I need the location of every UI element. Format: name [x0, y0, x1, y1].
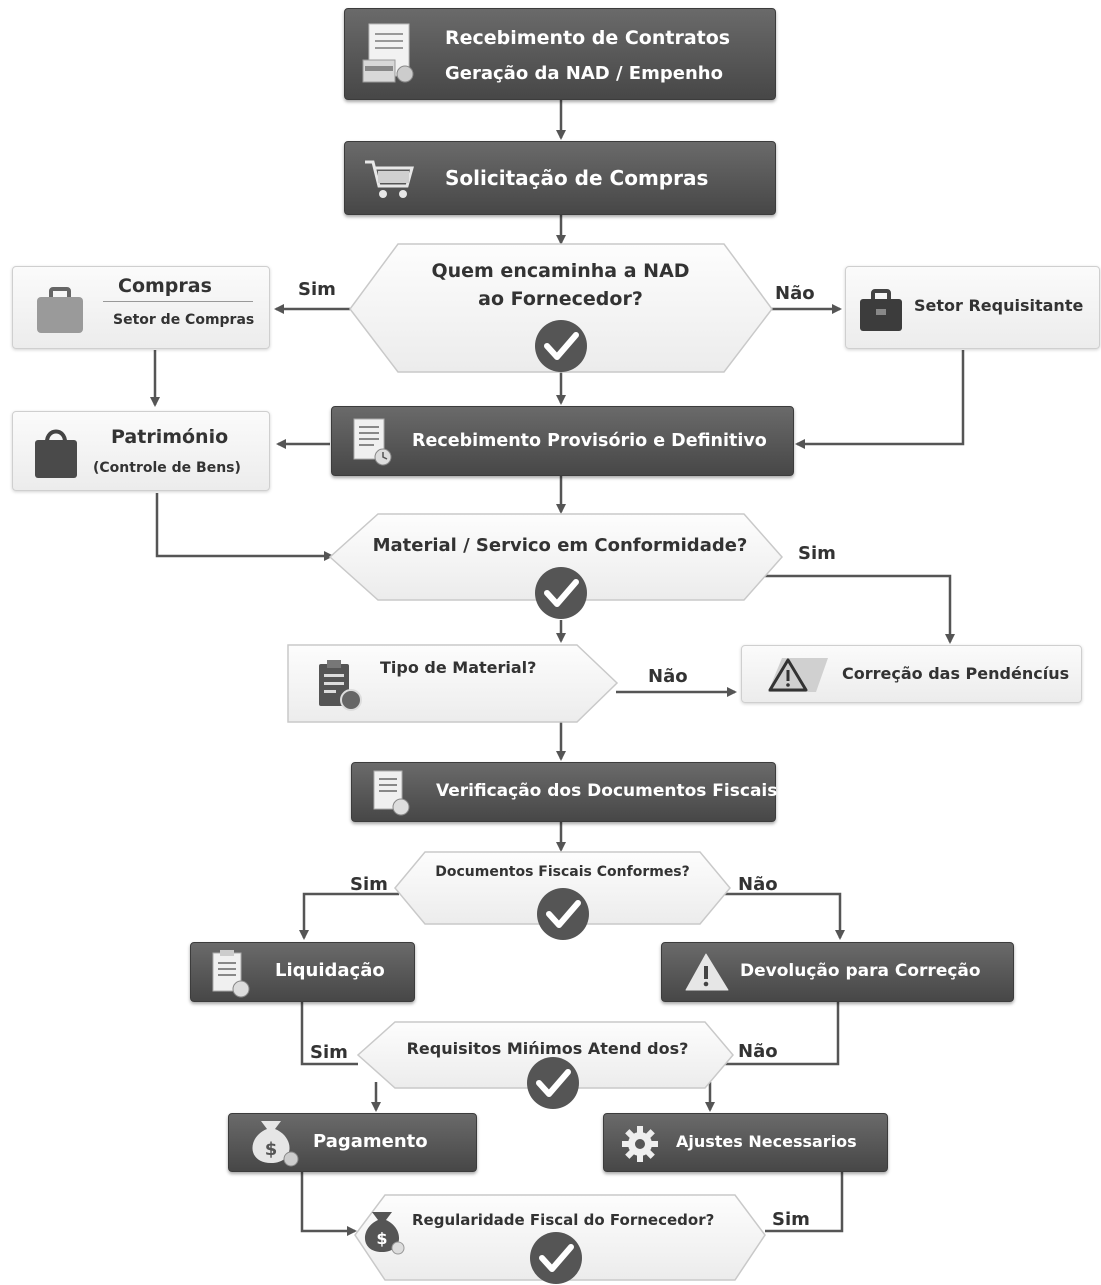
connector-lines — [150, 100, 965, 1236]
edge-label-nao-documentos: Não — [738, 874, 778, 895]
solicitacao-compras-box[interactable]: Solicitação de Compras — [344, 141, 776, 215]
decision-quem-encaminha-label: Quem encaminha a NAD ao Fornecedor? — [420, 257, 701, 313]
decision-requisitos-label: Requisitos Mińimos Atend dos? — [406, 1039, 689, 1058]
check-icon — [530, 1232, 582, 1284]
briefcase-icon — [37, 287, 83, 333]
decision-documentos-label: Documentos Fiscais Conformes? — [435, 864, 690, 880]
ajustes-box[interactable]: Ajustes Necessarios — [603, 1113, 888, 1172]
decision-regularidade-label: Regularidade Fiscal do Fornecedor? — [412, 1211, 715, 1229]
tipo-material-shape — [287, 644, 619, 723]
decision-conformidade-label: Material / Servico em Conformidade? — [372, 535, 748, 556]
solicitacao-compras-label: Solicitação de Compras — [445, 166, 709, 190]
recebimento-contratos-line2: Geração da NAD / Empenho — [445, 63, 723, 84]
liquidacao-label: Liquidação — [275, 960, 385, 981]
decision-quem-encaminha-line2: ao Fornecedor? — [478, 288, 643, 310]
liquidacao-box[interactable]: Liquidação — [190, 942, 415, 1002]
warning-icon — [768, 658, 828, 692]
check-icon — [535, 320, 587, 372]
patrimonio-title: Património — [111, 426, 229, 448]
compras-subtitle: Setor de Compras — [113, 312, 255, 328]
pagamento-box[interactable]: $ Pagamento — [228, 1113, 477, 1172]
edge-label-sim-conformidade: Sim — [798, 543, 836, 564]
clipboard-icon — [212, 950, 250, 998]
edge-label-nao-tipo: Não — [648, 666, 688, 687]
clipboard-icon — [319, 660, 362, 711]
money-bag-icon: $ — [364, 1212, 405, 1255]
edge-label-nao-requisitos: Não — [738, 1041, 778, 1062]
compras-title: Compras — [118, 275, 212, 297]
pagamento-label: Pagamento — [313, 1131, 428, 1152]
correcao-pendencias-label: Correção das Pendéncíus — [842, 664, 1070, 683]
ajustes-label: Ajustes Necessarios — [676, 1132, 857, 1151]
patrimonio-box[interactable]: Património (Controle de Bens) — [12, 411, 270, 491]
check-icon — [527, 1057, 579, 1109]
edge-label-sim-requisitos: Sim — [310, 1042, 348, 1063]
shopping-bag-icon — [35, 429, 77, 478]
document-check-icon — [373, 770, 410, 816]
decision-quem-encaminha-shape — [349, 243, 773, 373]
decision-requisitos-shape — [356, 1021, 734, 1089]
warning-icon — [685, 953, 729, 991]
recebimento-contratos-line1: Recebimento de Contratos — [445, 27, 731, 49]
svg-text:$: $ — [376, 1229, 387, 1248]
decision-conformidade-shape — [328, 513, 784, 601]
tipo-material-box[interactable]: Tipo de Material? — [287, 644, 619, 724]
check-icon — [537, 888, 589, 940]
document-card-icon — [362, 23, 414, 83]
devolucao-label: Devolução para Correção — [740, 961, 981, 981]
decision-documentos-shape — [394, 851, 731, 925]
setor-requisitante-box[interactable]: Setor Requisitante — [845, 266, 1100, 349]
devolucao-box[interactable]: Devolução para Correção — [661, 942, 1014, 1002]
decision-quem-encaminha-line1: Quem encaminha a NAD — [431, 260, 690, 282]
edge-label-sim-compras: Sim — [298, 279, 336, 300]
correcao-pendencias-box[interactable]: Correção das Pendéncíus — [741, 645, 1082, 703]
verificacao-documentos-label: Verificação dos Documentos Fiscais — [436, 781, 778, 801]
verificacao-documentos-box[interactable]: Verificação dos Documentos Fiscais — [351, 762, 778, 822]
money-bag-icon: $ — [252, 1121, 299, 1167]
patrimonio-subtitle: (Controle de Bens) — [93, 460, 241, 476]
shopping-cart-icon — [365, 160, 414, 198]
compras-divider — [103, 301, 253, 302]
recebimento-provisorio-box[interactable]: Recebimento Provisório e Definitivo — [331, 406, 794, 476]
check-icon — [535, 567, 587, 619]
setor-requisitante-label: Setor Requisitante — [914, 296, 1084, 315]
briefcase-icon — [860, 289, 902, 331]
edge-label-sim-regularidade: Sim — [772, 1209, 810, 1230]
edge-label-nao-requisitante: Não — [775, 283, 815, 304]
gear-icon — [622, 1126, 658, 1162]
edge-label-sim-documentos: Sim — [350, 874, 388, 895]
document-clock-icon — [353, 418, 392, 466]
recebimento-provisorio-label: Recebimento Provisório e Definitivo — [412, 431, 767, 451]
svg-text:$: $ — [265, 1139, 278, 1160]
compras-box[interactable]: Compras Setor de Compras — [12, 266, 270, 349]
recebimento-contratos-box[interactable]: Recebimento de Contratos Geração da NAD … — [344, 8, 776, 100]
tipo-material-label: Tipo de Material? — [380, 658, 537, 677]
